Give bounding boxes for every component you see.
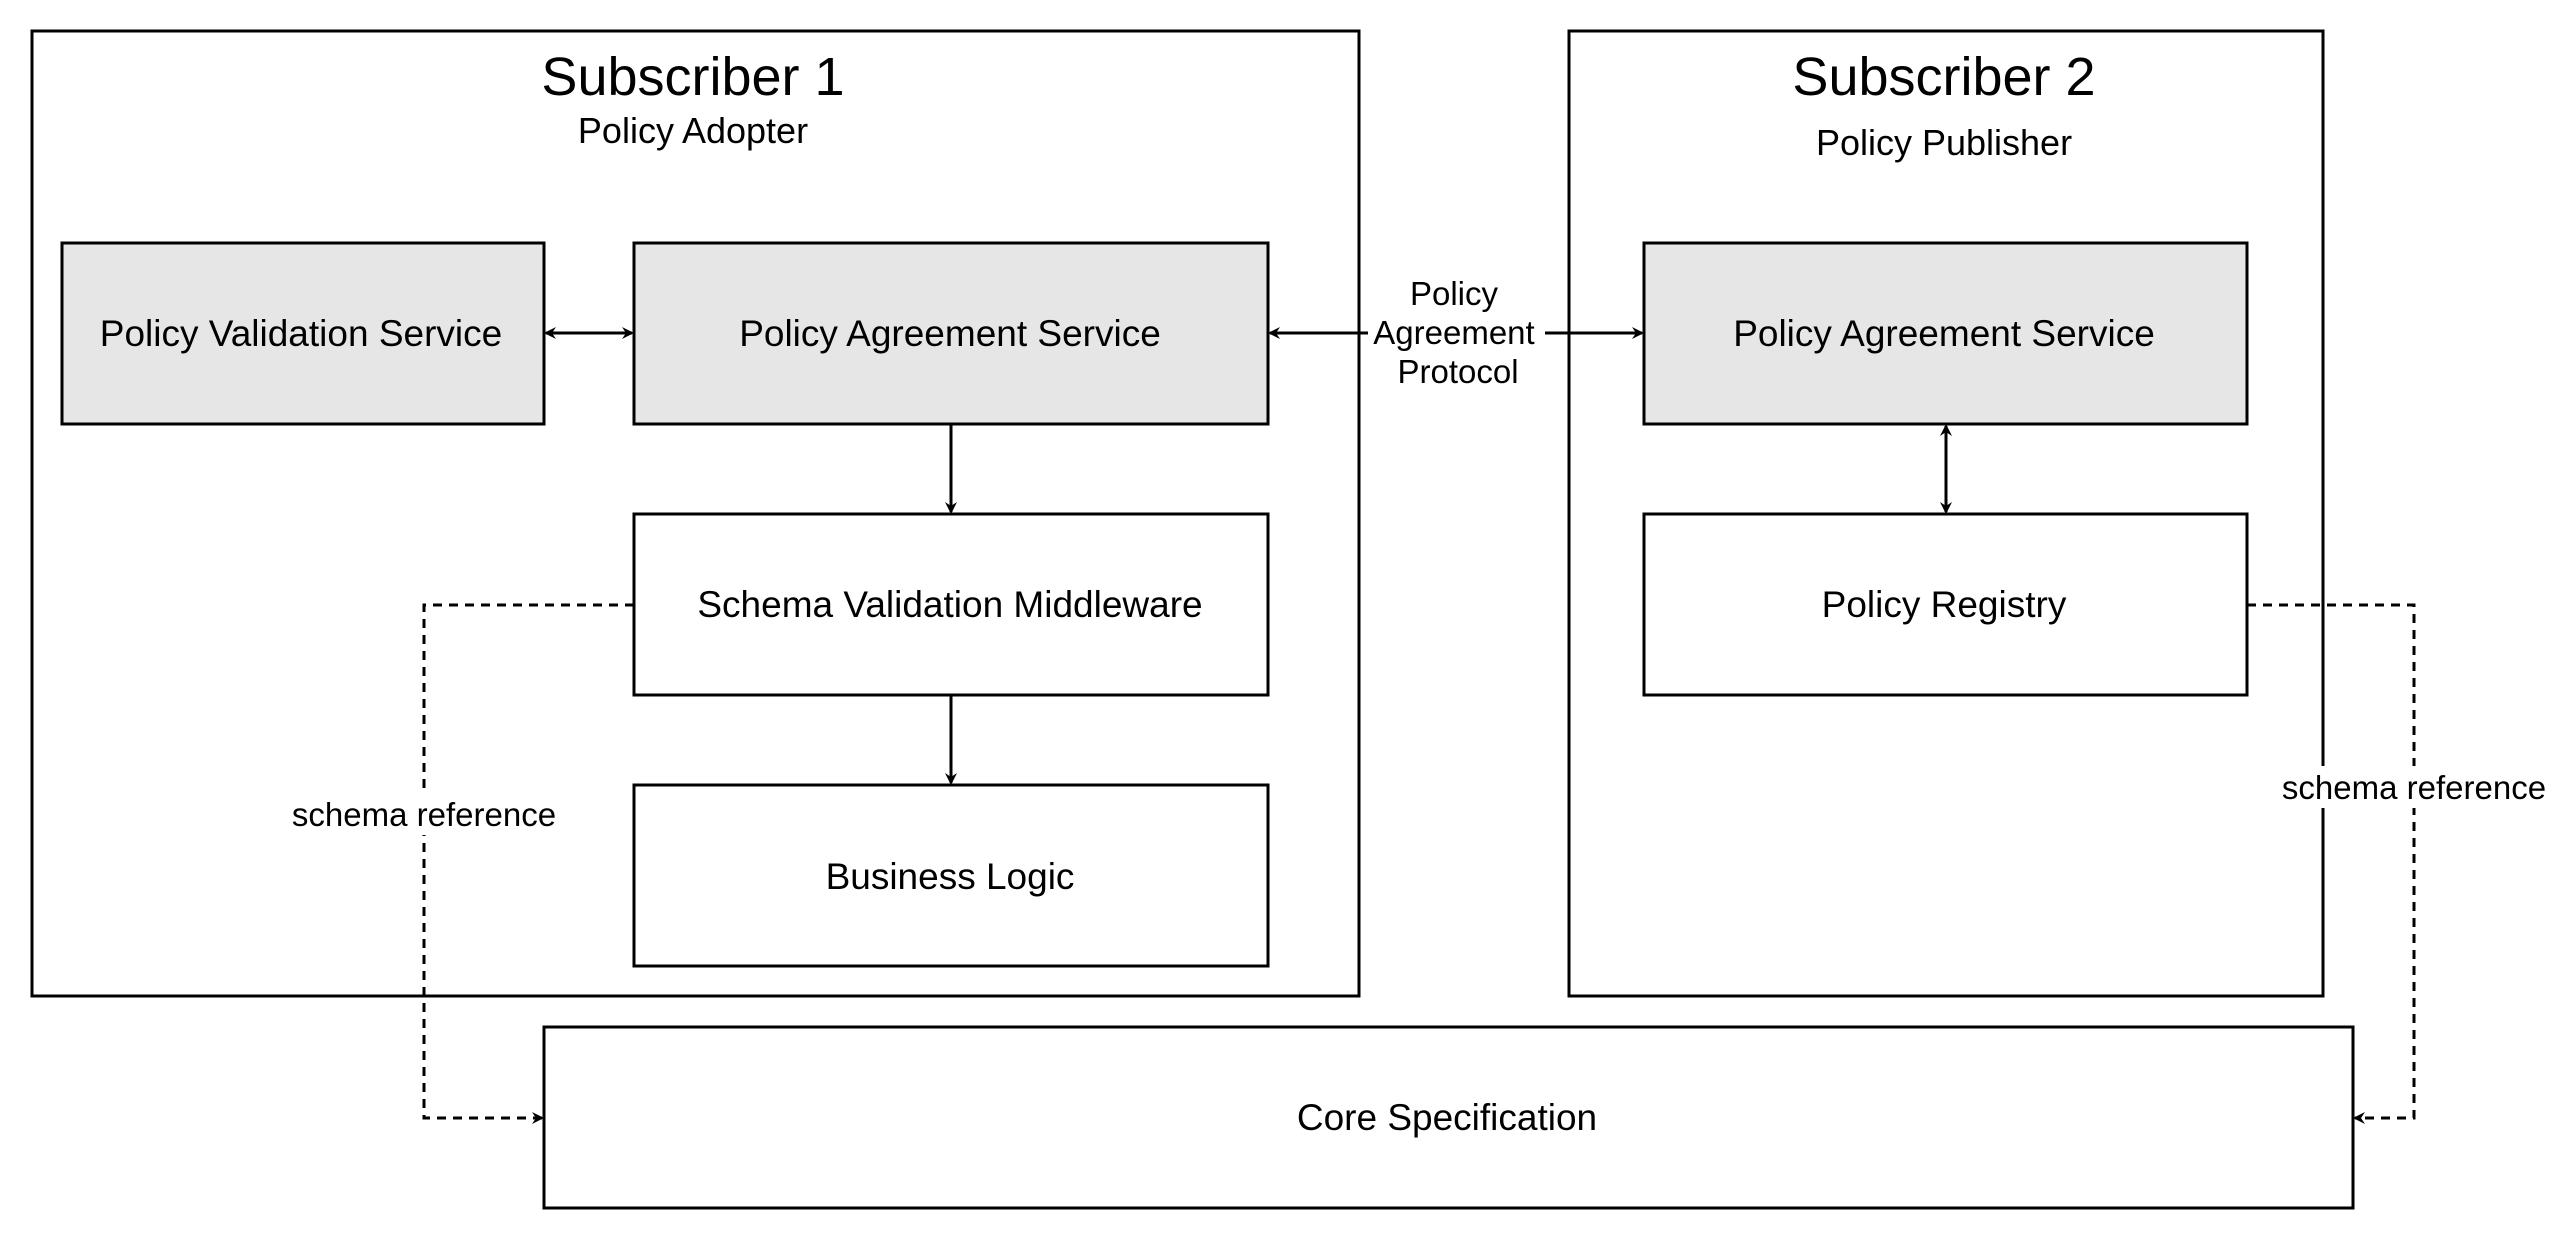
schema-validation-middleware-label: Schema Validation Middleware [697, 584, 1202, 625]
policy-agreement-service-2-node: Policy Agreement Service [1642, 241, 2249, 426]
protocol-label-line-3: Protocol [1397, 353, 1518, 390]
schema-validation-middleware-node: Schema Validation Middleware [632, 512, 1270, 697]
policy-agreement-service-1-label: Policy Agreement Service [739, 313, 1161, 354]
protocol-label-line-2: Agreement [1373, 314, 1534, 351]
schema-reference-right-edge: schema reference [2247, 603, 2550, 1124]
policy-registry-node: Policy Registry [1642, 512, 2249, 697]
schema-reference-right-label: schema reference [2282, 769, 2546, 806]
policy-validation-service-label: Policy Validation Service [100, 313, 502, 354]
subscriber-2-title: Subscriber 2 [1792, 47, 2095, 107]
core-specification-node: Core Specification [542, 1025, 2355, 1210]
subscriber-1-title: Subscriber 1 [541, 47, 844, 107]
policy-registry-label: Policy Registry [1822, 584, 2067, 625]
policy-agreement-service-2-label: Policy Agreement Service [1733, 313, 2155, 354]
business-logic-node: Business Logic [632, 783, 1270, 968]
business-logic-label: Business Logic [826, 856, 1075, 897]
subscriber-1-role: Policy Adopter [578, 110, 808, 151]
policy-agreement-protocol-edge: Policy Agreement Protocol [1268, 275, 1644, 390]
policy-agreement-service-1-node: Policy Agreement Service [632, 241, 1270, 426]
schema-reference-left-label: schema reference [292, 796, 556, 833]
schema-reference-left-edge: schema reference [284, 603, 634, 1124]
subscriber-2-role: Policy Publisher [1816, 122, 2072, 163]
policy-validation-service-node: Policy Validation Service [60, 241, 546, 426]
core-specification-label: Core Specification [1297, 1097, 1597, 1138]
protocol-label-line-1: Policy [1410, 275, 1499, 312]
